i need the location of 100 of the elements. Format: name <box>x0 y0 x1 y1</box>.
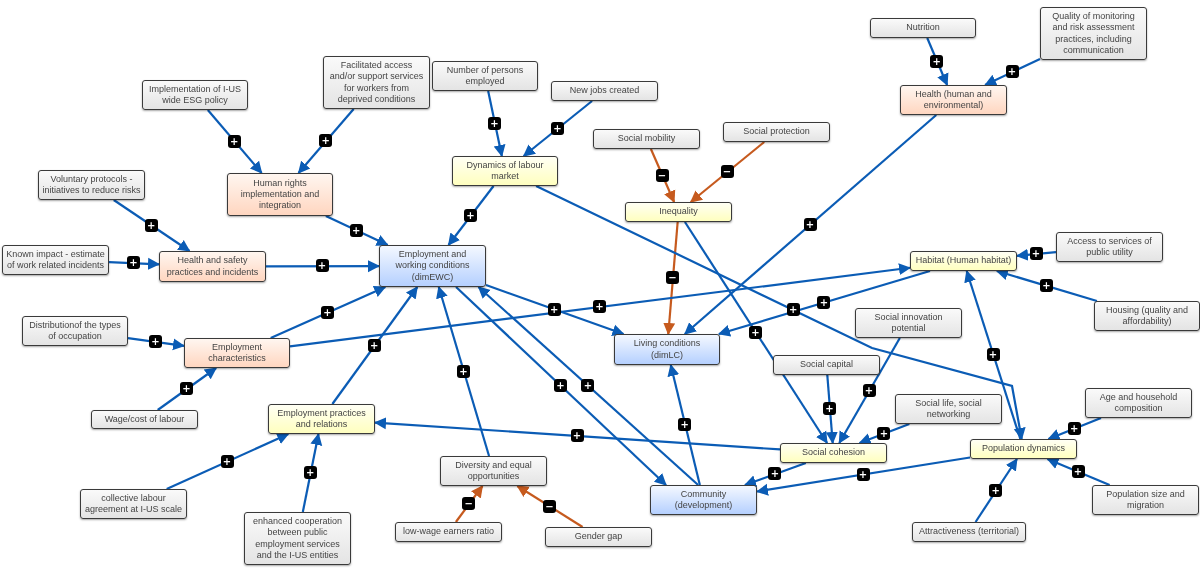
polarity-label: + <box>786 303 800 317</box>
concept-label: New jobs created <box>569 85 640 97</box>
polarity-label: + <box>349 223 363 237</box>
concept-label: Dynamics of labour market <box>465 159 545 183</box>
concept-box <box>379 245 486 287</box>
concept-box <box>22 316 128 346</box>
concept-box <box>650 485 757 515</box>
concept-label: Habitat (Human habitat) <box>915 255 1012 267</box>
concept-label: Employment practices and relations <box>276 407 367 431</box>
arrow <box>487 90 506 157</box>
polarity-label: + <box>227 134 241 148</box>
concept-box <box>912 522 1026 542</box>
arrow <box>157 367 217 411</box>
concept-label: Voluntary protocols - initiatives to reduce risks <box>42 173 141 197</box>
polarity-label: + <box>1029 247 1043 260</box>
concept-box <box>432 61 538 91</box>
arrow <box>522 100 593 157</box>
polarity-label: + <box>550 121 564 135</box>
concept-label: Health (human and environmental) <box>914 88 993 112</box>
concept-box <box>551 81 658 101</box>
polarity-label: + <box>319 134 333 147</box>
polarity-label: + <box>749 325 762 339</box>
concept-label: Social life, social networking <box>914 397 983 421</box>
polarity-label: + <box>1071 465 1085 478</box>
arrow <box>436 286 491 457</box>
concept-label: Housing (quality and affordability) <box>1104 304 1190 328</box>
arrow <box>964 270 1022 440</box>
concept-box <box>910 251 1017 271</box>
arrow <box>301 433 323 513</box>
concept-label: Nutrition <box>906 22 940 34</box>
concept-label: collective labour agreement at I-US scale <box>84 492 183 516</box>
concept-box <box>91 410 198 429</box>
polarity-label: − <box>462 497 476 510</box>
polarity-label: − <box>542 499 556 513</box>
polarity-label: + <box>930 54 944 68</box>
arrow <box>455 485 484 523</box>
arrow <box>974 458 1018 523</box>
concept-box <box>780 443 887 463</box>
polarity-label: + <box>817 295 831 309</box>
concept-label: Employment and working conditions (dimEWC) <box>394 249 471 283</box>
polarity-label: + <box>1067 421 1081 435</box>
polarity-label: + <box>315 259 329 273</box>
concept-box <box>870 18 976 38</box>
concept-box <box>895 394 1002 424</box>
arrow <box>684 114 937 335</box>
polarity-label: + <box>823 402 836 415</box>
concept-box <box>614 334 720 365</box>
arrow <box>485 284 625 336</box>
concept-box <box>855 308 962 338</box>
concept-label: Living conditions (dimLC) <box>632 338 702 361</box>
arrow <box>535 185 1026 440</box>
polarity-label: + <box>220 454 234 468</box>
arrow <box>690 141 765 203</box>
concept-box <box>159 251 266 282</box>
polarity-label: − <box>655 168 669 182</box>
concept-box <box>395 522 502 542</box>
concept-box <box>970 439 1077 459</box>
polarity-label: + <box>321 305 334 319</box>
concept-box <box>1056 232 1163 262</box>
concept-box <box>545 527 652 547</box>
concept-box <box>1040 7 1147 60</box>
concept-label: Population dynamics <box>981 443 1066 455</box>
concept-label: Community (development) <box>673 488 734 512</box>
arrow <box>756 456 971 496</box>
polarity-label: + <box>303 466 317 479</box>
arrow <box>477 286 699 486</box>
polarity-label: + <box>464 208 478 222</box>
arrow <box>331 286 419 405</box>
concept-box <box>1094 301 1200 331</box>
polarity-label: + <box>593 300 606 314</box>
arrow <box>1046 457 1111 486</box>
arrow <box>744 461 807 487</box>
arrow <box>113 199 191 252</box>
concept-label: low-wage earners ratio <box>402 526 494 538</box>
polarity-label: + <box>877 426 891 440</box>
concept-box <box>1092 485 1199 515</box>
concept-label: Social capital <box>800 359 853 371</box>
polarity-label: + <box>678 418 692 431</box>
concept-box <box>1085 388 1192 418</box>
concept-box <box>142 80 248 110</box>
polarity-label: − <box>665 271 679 284</box>
arrow <box>166 433 290 490</box>
polarity-label: + <box>367 338 381 352</box>
polarity-label: + <box>149 335 162 348</box>
concept-box <box>900 85 1007 115</box>
arrow <box>206 109 263 174</box>
concept-label: Social mobility <box>617 133 676 145</box>
arrow <box>684 221 828 444</box>
concept-box <box>593 129 700 149</box>
arrow <box>1047 416 1102 441</box>
concept-label: enhanced cooperation between public employment services and the I-US entities <box>251 516 344 561</box>
polarity-label: + <box>1039 279 1053 292</box>
polarity-label: + <box>856 467 870 481</box>
polarity-label: + <box>803 217 817 231</box>
arrow <box>289 263 911 348</box>
arrow <box>649 148 676 203</box>
arrow <box>717 269 931 337</box>
concept-label: Social cohesion <box>801 447 865 459</box>
concept-box <box>625 202 732 222</box>
arrow <box>663 221 679 335</box>
